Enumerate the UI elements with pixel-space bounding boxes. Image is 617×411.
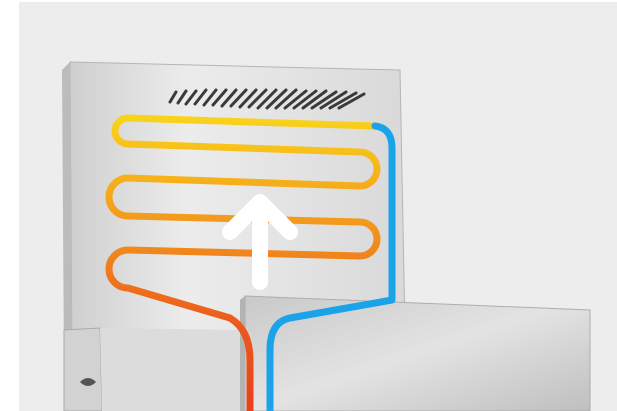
cabinet-side-block (64, 328, 245, 411)
front-box (240, 296, 590, 411)
